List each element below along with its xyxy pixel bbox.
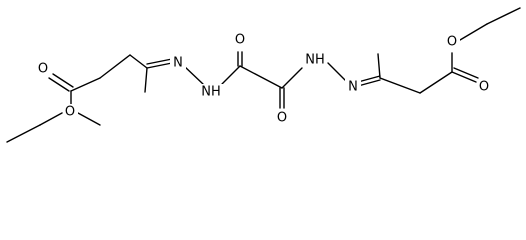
atom-label-text: O — [479, 80, 489, 95]
bond-left-ch2-cimine — [129, 54, 148, 69]
atom-o-oxalyl-left: O — [233, 32, 248, 48]
atom-label-text: O — [65, 105, 75, 120]
bond-left-ch2-c — [99, 54, 131, 79]
bond-left-c-methyl — [144, 67, 148, 93]
bond-right-o-ch2 — [459, 23, 488, 41]
bond-ethyl-left-ch3-ch2 — [6, 124, 41, 143]
atom-o-right-carbonyl: O — [477, 79, 492, 95]
atom-nh-right-amide: NH — [303, 52, 327, 68]
atom-n-left-imine: N — [170, 55, 186, 71]
bond-right-ch2-ester-c — [419, 71, 453, 94]
atom-label-text: NH — [201, 85, 221, 100]
bond-oxalyl-c-c — [239, 65, 283, 89]
atom-label-text: O — [277, 111, 287, 126]
atom-label-text: O — [235, 33, 245, 48]
atom-label-layer: O O N NH O O NH — [36, 32, 492, 126]
atom-n-right-imine: N — [345, 79, 361, 95]
atom-label-text: N — [173, 56, 183, 71]
atom-o-left-ether: O — [63, 104, 78, 120]
atom-label-text: N — [348, 80, 358, 95]
bond-left-carbonyl-c-ch2 — [70, 77, 101, 92]
bond-ethyl-left-ch2-o — [39, 112, 63, 126]
bond-left-n-nh — [183, 65, 204, 85]
bond-right-n-c-double-a — [357, 79, 381, 87]
atom-label-text: O — [38, 62, 48, 77]
bond-left-c-n-double-a — [146, 62, 173, 69]
bond-left-c-o-double-b — [52, 73, 74, 88]
bond-right-c-ch2 — [379, 77, 421, 94]
bond-right-ch2-ch3 — [486, 7, 521, 25]
atom-nh-left-amide: NH — [199, 84, 223, 100]
structure-diagram: O O N NH O O NH — [6, 7, 521, 143]
bond-right-nh-n — [327, 62, 348, 83]
bond-left-c-n-double-b — [146, 58, 173, 65]
bond-layer — [6, 7, 521, 143]
atom-o-oxalyl-right: O — [275, 110, 290, 126]
bond-right-c-o-double-a — [451, 71, 477, 83]
bond-right-c-nh — [281, 67, 303, 89]
atom-label-text: NH — [305, 53, 325, 68]
bond-right-c-o-double-b — [453, 67, 479, 79]
bond-left-o-carbonyl-c — [77, 112, 101, 126]
bond-left-nh-c — [221, 65, 241, 85]
bond-right-c-methyl — [377, 53, 381, 79]
bond-left-c-o-double-a — [48, 77, 70, 92]
atom-o-right-ether: O — [445, 34, 460, 50]
bond-right-n-c-double-b — [357, 75, 381, 83]
atom-label-text: O — [447, 35, 457, 50]
atom-o-left-carbonyl: O — [36, 61, 51, 77]
